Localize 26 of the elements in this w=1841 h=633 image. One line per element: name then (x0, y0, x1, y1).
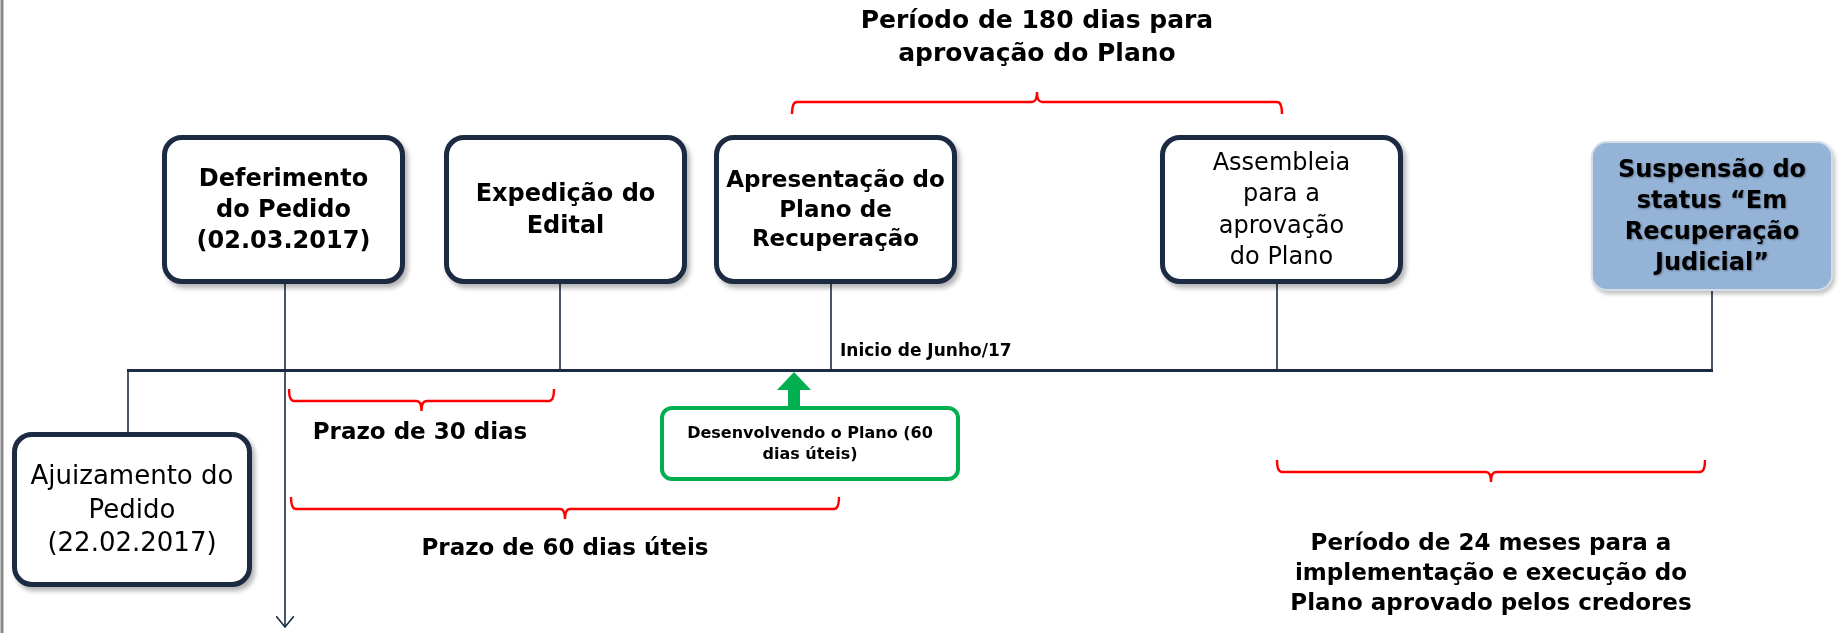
connector-line (1711, 290, 1713, 370)
block-arrow (777, 372, 811, 406)
status-box (1591, 141, 1833, 291)
date-label: Inicio de Junho/17 (840, 339, 1013, 362)
connector-line (1276, 283, 1278, 370)
connector-line (127, 371, 129, 433)
period-label: Período de 24 meses para a implementação e execução do Plano aprovado pelos credores (1289, 528, 1693, 617)
phase-box (660, 406, 960, 481)
event-box (162, 135, 405, 284)
connector-line (559, 283, 561, 370)
box-text: Expedição do Edital (474, 178, 657, 241)
box-text: Assembleia para a aprovação do Plano (1211, 147, 1352, 272)
event-box (12, 432, 252, 587)
connector-line (830, 283, 832, 370)
arrow (275, 283, 295, 628)
period-label: Período de 180 dias para aprovação do Plano (859, 4, 1215, 69)
box-text: Desenvolvendo o Plano (60 dias úteis) (686, 422, 934, 465)
box-text: Suspensão do status “Em Recuperação Judicial” (1616, 153, 1808, 279)
period-label: Prazo de 30 dias (311, 417, 529, 446)
event-box (444, 135, 687, 284)
period-label: Prazo de 60 dias úteis (420, 533, 710, 562)
box-text: Ajuizamento do Pedido (22.02.2017) (29, 458, 235, 560)
box-text: Deferimento do Pedido (02.03.2017) (195, 162, 372, 257)
box-text: Apresentação do Plano de Recuperação (725, 164, 946, 254)
event-box (1160, 135, 1403, 284)
event-box (714, 135, 957, 284)
